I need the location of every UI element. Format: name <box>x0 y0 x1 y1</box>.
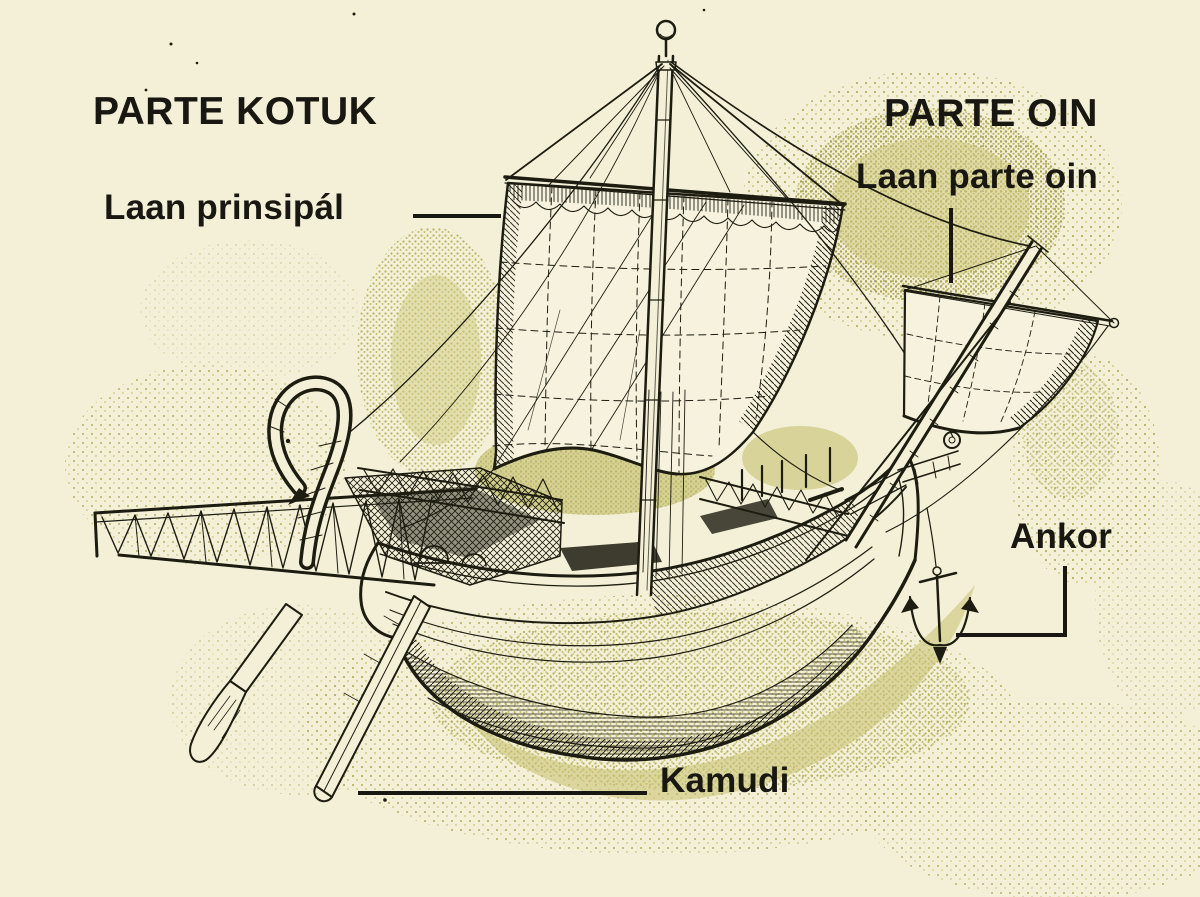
main-yard <box>503 175 847 233</box>
ink-specks <box>144 8 706 802</box>
label-fore-sail: Laan parte oin <box>856 157 1099 196</box>
label-rudder: Kamudi <box>660 761 790 800</box>
main-mast <box>635 19 677 597</box>
section-title-stern: PARTE KOTUK <box>93 90 378 133</box>
anchor <box>901 507 979 664</box>
pointer-line-main-sail <box>413 214 501 218</box>
section-title-bow: PARTE OIN <box>884 92 1098 135</box>
label-anchor: Ankor <box>1010 517 1113 556</box>
pointer-line-rudder <box>358 791 647 795</box>
fore-mast <box>805 235 1115 561</box>
pointer-line-anchor-horizontal <box>956 633 1067 637</box>
masthead-ball <box>655 19 677 41</box>
steering-oars <box>189 595 431 803</box>
stern-deck-structures <box>344 467 563 586</box>
main-sail <box>492 181 845 476</box>
pointer-line-fore-sail <box>949 208 953 283</box>
label-main-sail: Laan prinsipál <box>104 188 345 227</box>
swan-neck-figurehead <box>267 375 353 570</box>
rigging <box>349 61 1036 579</box>
deck-details <box>413 446 844 571</box>
bow-stem-head <box>844 431 961 515</box>
pointer-line-anchor-vertical <box>1063 566 1067 637</box>
hull <box>359 450 920 762</box>
